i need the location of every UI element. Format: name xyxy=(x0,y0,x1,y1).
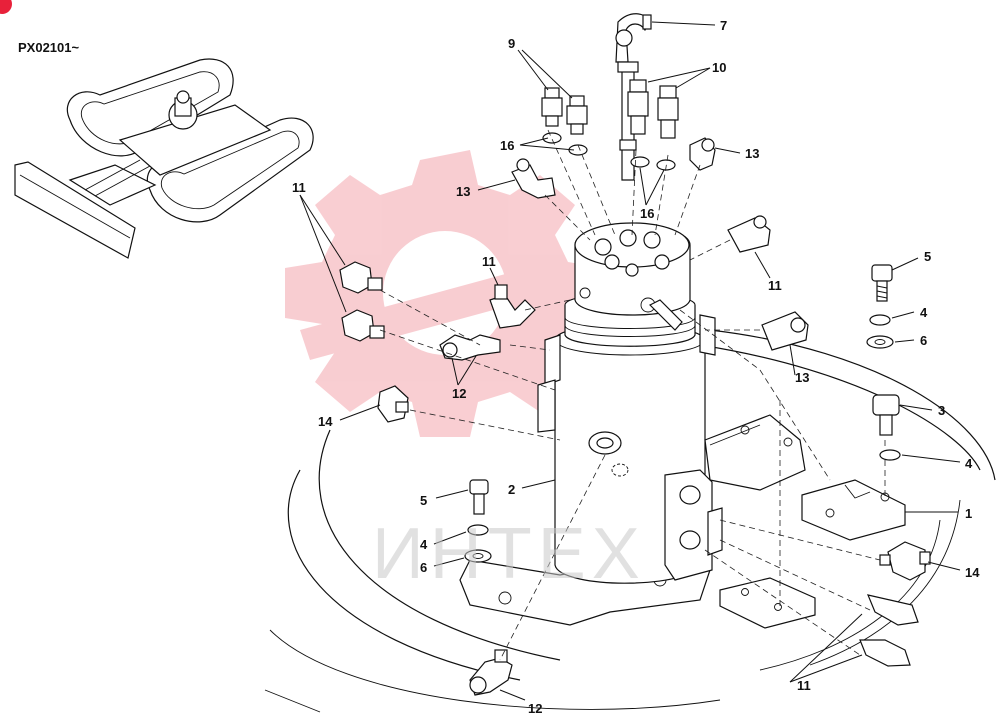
callout-11-right: 11 xyxy=(768,278,782,293)
callout-6-right: 6 xyxy=(920,333,927,348)
bolts-washers xyxy=(464,264,901,563)
part-9-fittings xyxy=(541,87,588,135)
callout-11-center: 11 xyxy=(482,254,496,269)
corner-marker xyxy=(0,0,12,14)
callout-14-left: 14 xyxy=(318,414,333,429)
callout-12-upper: 12 xyxy=(452,386,466,401)
swivel-joint-body xyxy=(459,222,723,626)
callout-6-left: 6 xyxy=(420,560,427,575)
serial-range: PX02101~ xyxy=(18,40,79,55)
callout-9: 9 xyxy=(508,36,515,51)
callout-11-left: 11 xyxy=(292,180,306,195)
part-13-elbows xyxy=(511,137,809,351)
callout-12-bottom: 12 xyxy=(528,701,542,716)
part-11-adapters xyxy=(339,215,919,667)
callout-4-lower-right: 4 xyxy=(965,456,973,471)
part-10-nipples xyxy=(627,79,679,139)
callout-7: 7 xyxy=(720,18,727,33)
callout-4-left: 4 xyxy=(420,537,428,552)
part-12-elbows xyxy=(439,334,513,696)
callout-3: 3 xyxy=(938,403,945,418)
callout-13-right: 13 xyxy=(745,146,759,161)
leader-lines xyxy=(299,21,961,701)
callout-10: 10 xyxy=(712,60,726,75)
callout-16-upper: 16 xyxy=(500,138,514,153)
callout-1: 1 xyxy=(965,506,972,521)
callout-labels: 7 9 10 16 16 13 13 13 11 11 11 11 12 12 … xyxy=(292,18,980,716)
callout-2: 2 xyxy=(508,482,515,497)
watermark-text: ИНТЕХ xyxy=(372,514,646,594)
callout-11-bottom: 11 xyxy=(797,678,811,693)
excavator-inset xyxy=(14,58,314,259)
part-16-o-rings xyxy=(542,132,676,171)
routing-lines xyxy=(379,129,881,661)
stopper-bracket xyxy=(704,400,906,629)
callout-5-right: 5 xyxy=(924,249,931,264)
callout-16-center: 16 xyxy=(640,206,654,221)
callout-14-right: 14 xyxy=(965,565,980,580)
part-14-tees xyxy=(377,385,931,581)
callout-13-left: 13 xyxy=(456,184,470,199)
callout-13-mid: 13 xyxy=(795,370,809,385)
callout-4-right: 4 xyxy=(920,305,928,320)
callout-5-left: 5 xyxy=(420,493,427,508)
